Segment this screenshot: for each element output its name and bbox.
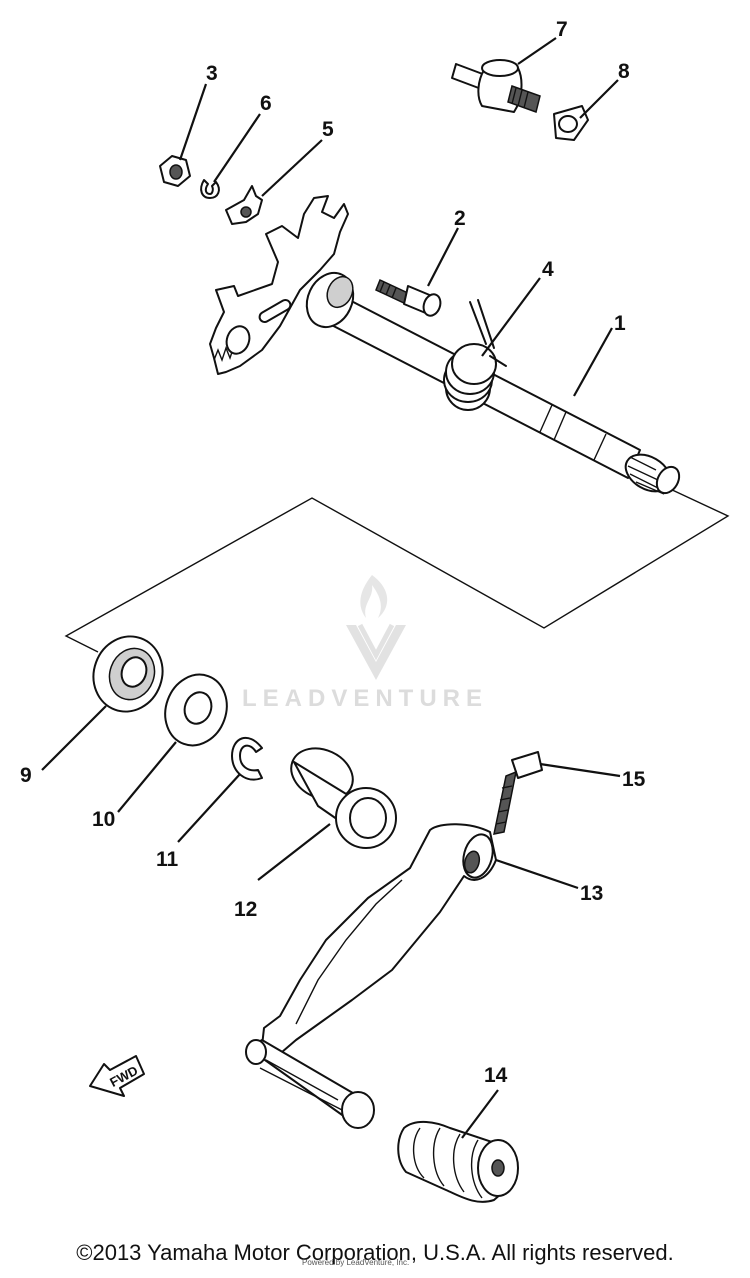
label-6: 6 — [260, 92, 272, 115]
label-11: 11 — [156, 848, 179, 871]
copyright-notice: ©2013 Yamaha Motor Corporation, U.S.A. A… — [76, 1240, 674, 1265]
label-14: 14 — [484, 1064, 508, 1087]
watermark-text: LEADVENTURE — [242, 685, 488, 712]
leader-lines — [41, 37, 621, 1139]
part-13-shift-pedal — [245, 823, 497, 1129]
label-2: 2 — [454, 207, 466, 230]
shift-arm-plate — [209, 195, 355, 375]
part-15-bolt — [493, 751, 543, 835]
part-3-nut — [159, 155, 191, 187]
label-9: 9 — [20, 764, 32, 787]
label-15: 15 — [622, 768, 646, 791]
part-number-labels: 1 2 3 4 5 6 7 8 9 10 11 12 13 14 15 — [20, 18, 646, 1087]
label-10: 10 — [92, 808, 115, 831]
label-1: 1 — [614, 312, 626, 335]
label-3: 3 — [206, 62, 218, 85]
part-8-washer — [553, 105, 589, 141]
part-11-circlip — [231, 736, 263, 781]
part-9-oil-seal — [92, 635, 164, 713]
powered-by-credit: Powered by LeadVenture, Inc. — [302, 1258, 410, 1267]
part-5-lock-washer — [225, 185, 263, 225]
assembly-guide-line — [64, 487, 730, 653]
part-7-stopper-bolt — [451, 59, 541, 113]
fwd-arrow: FWD — [89, 1055, 145, 1097]
part-6-clip — [200, 179, 220, 199]
label-13: 13 — [580, 882, 603, 905]
part-14-pedal-rubber — [397, 1121, 519, 1203]
leadventure-watermark: LEADVENTURE — [242, 575, 488, 712]
part-10-washer — [164, 673, 228, 747]
label-8: 8 — [618, 60, 630, 83]
part-1-shift-shaft — [317, 289, 681, 495]
part-12-collar — [290, 747, 397, 849]
label-12: 12 — [234, 898, 257, 921]
part-4-spring — [443, 299, 507, 411]
part-2-bolt — [375, 278, 442, 317]
label-7: 7 — [556, 18, 568, 41]
label-4: 4 — [542, 258, 554, 281]
label-5: 5 — [322, 118, 334, 141]
